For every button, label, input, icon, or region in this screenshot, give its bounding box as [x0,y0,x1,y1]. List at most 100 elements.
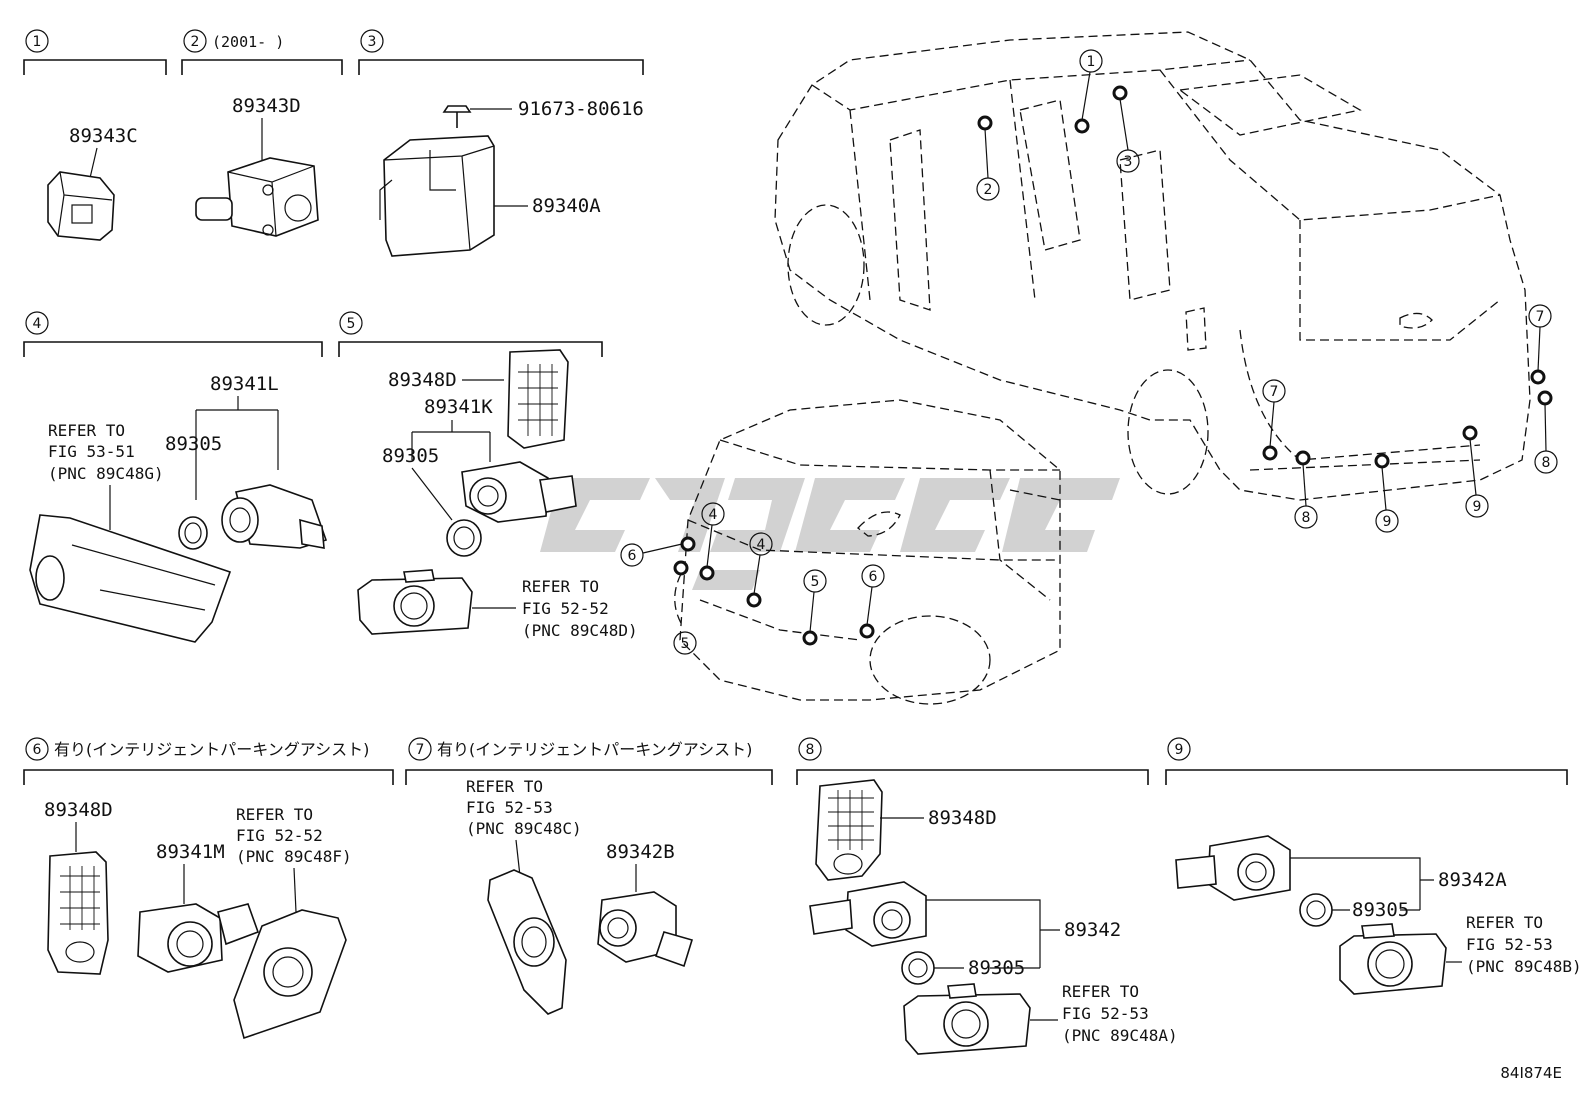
section-9-marker [1167,737,1191,761]
part-number-89341L[interactable]: 89341L [210,373,279,395]
part-drawing-89343C [47,171,115,241]
section-6-id: 6 [33,742,42,758]
sensor-dot-9a[interactable] [1374,453,1390,469]
refer-8-line-1: REFER TO [1062,982,1139,1001]
section-5: 5 89348D 89341K 89305 REFER TO FIG 52-52… [338,311,638,640]
refer-8-line-2: FIG 52-53 [1062,1004,1149,1023]
refer-6-line-3: (PNC 89C48F) [236,847,352,866]
part-number-89342[interactable]: 89342 [1064,919,1121,941]
part-number-89305-s5[interactable]: 89305 [382,445,439,467]
refer-9-line-3: (PNC 89C48B) [1466,957,1582,976]
sensor-dot-7b[interactable] [1530,369,1546,385]
part-number-89348D-s8[interactable]: 89348D [928,807,997,829]
sensor-dot-4a[interactable] [699,565,715,581]
section-6: 6 有り(インテリジェントパーキングアシスト) 89348D 89341M RE… [23,737,394,1040]
part-drawing-bezel-s5 [357,569,473,635]
part-number-89340A[interactable]: 89340A [532,195,601,217]
part-drawing-89305-ring-s5 [446,519,482,557]
part-drawing-bumper-bracket [29,514,232,643]
sensor-dot-3[interactable] [1112,85,1128,101]
section-1: 1 89343C [23,29,167,241]
part-drawing-bezel-s7 [487,869,567,1015]
section-1-id: 1 [33,34,42,50]
section-7-marker [408,737,432,761]
part-number-89348D-s5[interactable]: 89348D [388,369,457,391]
part-drawing-89341K [461,461,577,523]
section-8-id: 8 [806,742,815,758]
sensor-dot-1[interactable] [1074,118,1090,134]
part-number-89343D[interactable]: 89343D [232,95,301,117]
refer-9-line-2: FIG 52-53 [1466,935,1553,954]
part-drawing-89348D-s6 [47,851,109,975]
sensor-locations [673,85,1553,646]
part-number-89343C[interactable]: 89343C [69,125,138,147]
section-5-bracket [338,341,603,357]
callout-8a: 8 [1302,510,1311,526]
callout-9a: 9 [1383,514,1392,530]
callout-8b: 8 [1542,455,1551,471]
part-number-89348D-s6[interactable]: 89348D [44,799,113,821]
vehicle-callouts: 1 2 3 4 4 5 5 6 6 7 7 8 8 9 9 [620,49,1558,655]
watermark-logo [540,478,1120,590]
callout-1: 1 [1087,54,1096,70]
section-4-marker [25,311,49,335]
part-number-89341K[interactable]: 89341K [424,396,493,418]
part-drawing-89348D-s5 [507,349,569,449]
callout-5b: 5 [811,574,820,590]
part-number-91673-80616[interactable]: 91673-80616 [518,98,644,120]
callout-2: 2 [984,182,993,198]
sensor-dot-7a[interactable] [1262,445,1278,461]
part-drawing-89343D [195,157,319,237]
section-3-id: 3 [368,34,377,50]
part-drawing-89341L [221,484,328,549]
section-8-bracket [796,769,1149,785]
section-1-bracket [23,59,167,75]
part-drawing-89305-ring-s8 [901,951,935,985]
sensor-dot-6a[interactable] [680,536,696,552]
part-drawing-bezel-s8 [903,983,1031,1055]
refer-7-line-2: FIG 52-53 [466,798,553,817]
part-number-89305-s9[interactable]: 89305 [1352,899,1409,921]
refer-6-line-2: FIG 52-52 [236,826,323,845]
vehicle-front-view [679,399,1061,705]
refer-4-line-2: FIG 53-51 [48,442,135,461]
sensor-dot-8a[interactable] [1295,450,1311,466]
part-number-89341M[interactable]: 89341M [156,841,225,863]
refer-5-line-2: FIG 52-52 [522,599,609,618]
section-1-marker [25,29,49,53]
section-5-marker [339,311,363,335]
sensor-dot-8b[interactable] [1537,390,1553,406]
sensor-dot-9b[interactable] [1462,425,1478,441]
sensor-dot-5b[interactable] [802,630,818,646]
section-6-condition: 有り(インテリジェントパーキングアシスト) [54,740,369,759]
section-5-id: 5 [347,316,356,332]
callout-5a: 5 [681,636,690,652]
part-drawing-89341M [137,903,260,973]
section-2-bracket [181,59,343,75]
refer-5-line-1: REFER TO [522,577,599,596]
callout-3: 3 [1124,154,1133,170]
refer-4-line-1: REFER TO [48,421,125,440]
refer-7-line-1: REFER TO [466,777,543,796]
section-2-date-range: (2001- ) [212,33,284,51]
callout-9b: 9 [1473,499,1482,515]
part-number-89305-s8[interactable]: 89305 [968,957,1025,979]
section-7-condition: 有り(インテリジェントパーキングアシスト) [437,740,752,759]
section-3-marker [360,29,384,53]
sensor-dot-6b[interactable] [859,623,875,639]
callout-6b: 6 [869,569,878,585]
part-number-89342A[interactable]: 89342A [1438,869,1507,891]
part-drawing-89342B [597,891,694,968]
section-2-marker [183,29,207,53]
sensor-dot-4b[interactable] [746,592,762,608]
sensor-dot-2[interactable] [977,115,993,131]
part-number-89342B[interactable]: 89342B [606,841,675,863]
section-9: 9 89342A 89305 REFER TO FIG 52-53 (PNC 8… [1165,737,1582,995]
part-number-89305-s4[interactable]: 89305 [165,433,222,455]
section-8: 8 89348D 89342 89305 REFER TO FIG 52-53 … [796,737,1178,1055]
sensor-dot-5a[interactable] [673,560,689,576]
section-2: 2 (2001- ) 89343D [181,29,343,237]
diagram-code: 84I874E [1500,1064,1562,1082]
